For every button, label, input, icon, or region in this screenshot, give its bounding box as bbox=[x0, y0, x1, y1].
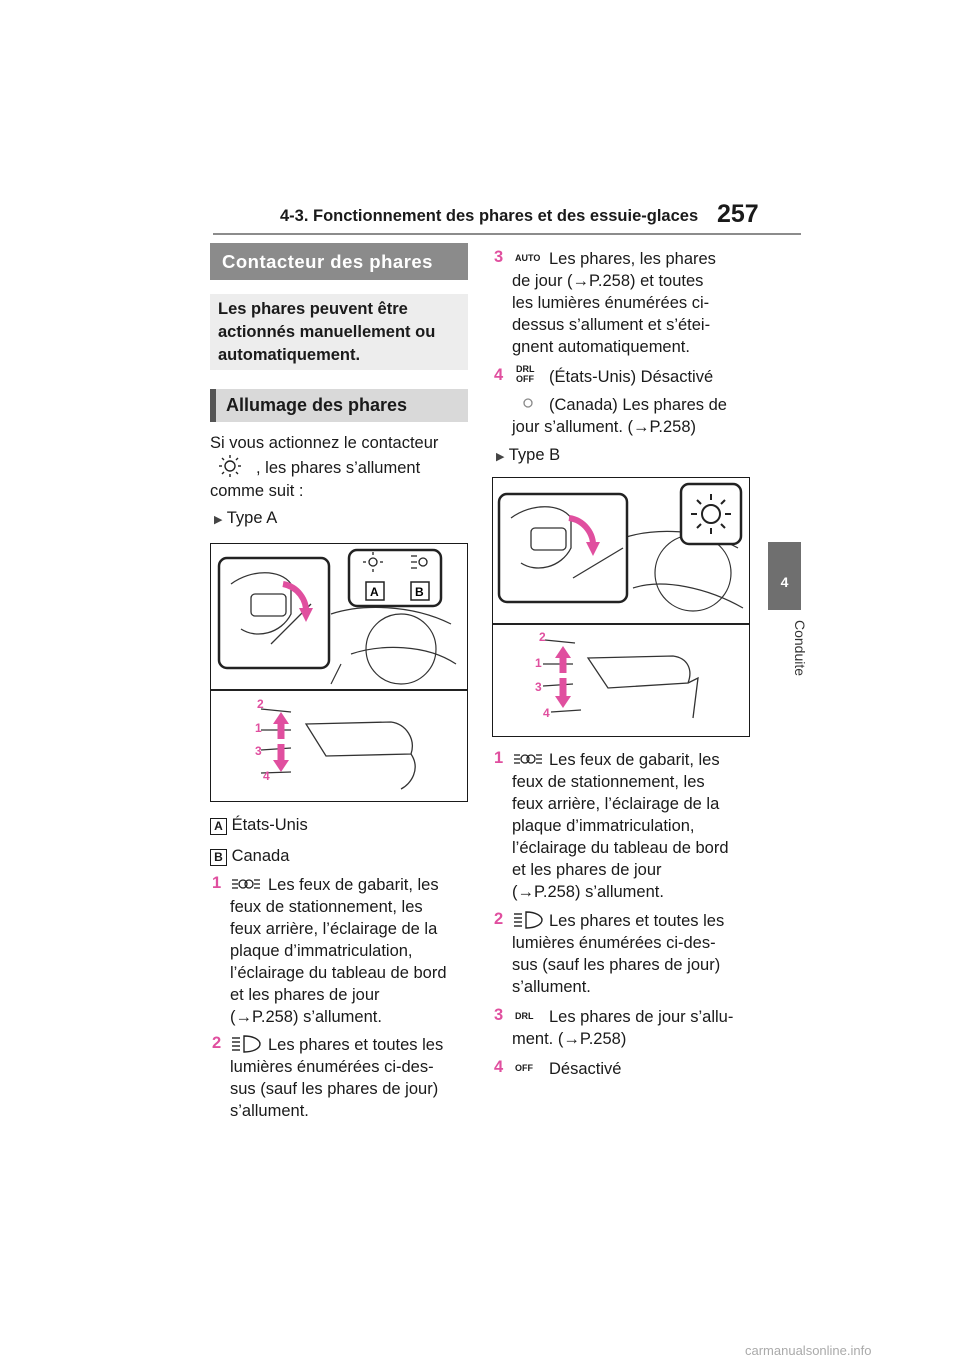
item-line: les lumières énumérées ci- bbox=[512, 294, 710, 312]
item-line: s’allument. bbox=[230, 1102, 309, 1120]
drl-icon: DRL bbox=[515, 1011, 534, 1021]
item-line: lumières énumérées ci-des- bbox=[230, 1058, 434, 1076]
item-line: et les phares de jour bbox=[230, 986, 380, 1004]
type-a-label: Type A bbox=[226, 509, 278, 527]
intro-box: Les phares peuvent être actionnés manuel… bbox=[210, 294, 468, 370]
item-line: feux arrière, l’éclairage de la bbox=[230, 920, 438, 938]
item-line: plaque d’immatriculation, bbox=[512, 817, 695, 835]
auto-icon: AUTO bbox=[515, 253, 541, 263]
legend-letter-a: A bbox=[210, 818, 227, 835]
item-line: Les feux de gabarit, les bbox=[549, 751, 720, 769]
fig-b-num-4: 4 bbox=[543, 706, 550, 720]
item-line: jour s’allument. (→P.258) bbox=[512, 418, 697, 436]
parking-light-icon bbox=[230, 876, 262, 897]
item-number: 2 bbox=[494, 910, 504, 928]
item-line: (États-Unis) Désactivé bbox=[549, 368, 714, 386]
lead-line-3: comme suit : bbox=[210, 482, 304, 500]
headlight-icon bbox=[230, 1034, 262, 1059]
item-number: 4 bbox=[494, 366, 504, 384]
fig-a-label-a: A bbox=[370, 585, 379, 599]
triangle-bullet-icon: ▶ bbox=[214, 514, 223, 526]
chapter-number: 4 bbox=[780, 574, 789, 590]
drl-off-icon-top: DRL bbox=[516, 364, 535, 374]
item-line: Désactivé bbox=[549, 1060, 622, 1078]
item-line: l’éclairage du tableau de bord bbox=[512, 839, 729, 857]
item-line: plaque d’immatriculation, bbox=[230, 942, 413, 960]
item-number: 3 bbox=[494, 248, 504, 266]
item-line: gnent automatiquement. bbox=[512, 338, 690, 356]
header-divider bbox=[213, 233, 801, 235]
item-line: dessus s’allument et s’étei- bbox=[512, 316, 711, 334]
item-number: 1 bbox=[494, 749, 504, 767]
item-line: feux de stationnement, les bbox=[230, 898, 423, 916]
item-line: feux arrière, l’éclairage de la bbox=[512, 795, 720, 813]
item-line: sus (sauf les phares de jour) bbox=[512, 956, 721, 974]
item-line: feux de stationnement, les bbox=[512, 773, 705, 791]
item-line: (→P.258) s’allument. bbox=[512, 883, 664, 901]
item-line: lumières énumérées ci-des- bbox=[512, 934, 716, 952]
chapter-label: Conduite bbox=[792, 620, 808, 677]
section-banner: Contacteur des phares bbox=[210, 243, 468, 280]
item-line: ment. (→P.258) bbox=[512, 1030, 627, 1048]
chapter-tab bbox=[768, 542, 801, 610]
legend-usa: États-Unis bbox=[231, 816, 308, 834]
lead-line-1: Si vous actionnez le contacteur bbox=[210, 434, 439, 452]
legend-canada: Canada bbox=[231, 847, 290, 865]
item-line: sus (sauf les phares de jour) bbox=[230, 1080, 439, 1098]
item-line: Les phares et toutes les bbox=[268, 1036, 444, 1054]
headlight-switch-icon bbox=[218, 454, 242, 483]
item-line: de jour (→P.258) et toutes bbox=[512, 272, 704, 290]
watermark: carmanualsonline.info bbox=[745, 1343, 872, 1358]
parking-light-icon bbox=[512, 751, 544, 772]
figure-type-a: A B 2 1 3 4 bbox=[210, 543, 468, 802]
subheading: Allumage des phares bbox=[210, 389, 468, 422]
item-line: (→P.258) s’allument. bbox=[230, 1008, 382, 1026]
fig-a-num-1: 1 bbox=[255, 721, 262, 735]
off-icon: OFF bbox=[515, 1063, 533, 1073]
item-line: Les phares et toutes les bbox=[549, 912, 725, 930]
off-indicator-icon bbox=[519, 396, 537, 415]
item-number: 3 bbox=[494, 1006, 504, 1024]
item-line: et les phares de jour bbox=[512, 861, 662, 879]
page-number: 257 bbox=[717, 200, 759, 228]
fig-a-num-2: 2 bbox=[257, 697, 264, 711]
item-line: Les feux de gabarit, les bbox=[268, 876, 439, 894]
type-b-label: Type B bbox=[508, 446, 561, 464]
item-number: 2 bbox=[212, 1034, 222, 1052]
triangle-bullet-icon: ▶ bbox=[496, 451, 505, 463]
item-line: Les phares de jour s’allu- bbox=[549, 1008, 734, 1026]
legend-letter-b: B bbox=[210, 849, 227, 866]
drl-off-icon-bottom: OFF bbox=[516, 374, 534, 384]
figure-type-b: 2 1 3 4 bbox=[492, 477, 750, 737]
fig-a-num-4: 4 bbox=[263, 769, 270, 783]
fig-a-num-3: 3 bbox=[255, 744, 262, 758]
lead-line-2: , les phares s’allument bbox=[256, 459, 421, 477]
fig-b-num-3: 3 bbox=[535, 680, 542, 694]
item-line: (Canada) Les phares de bbox=[549, 396, 727, 414]
item-line: Les phares, les phares bbox=[549, 250, 716, 268]
item-line: l’éclairage du tableau de bord bbox=[230, 964, 447, 982]
section-title: 4-3. Fonctionnement des phares et des es… bbox=[280, 207, 699, 225]
headlight-icon bbox=[512, 910, 544, 935]
fig-b-num-1: 1 bbox=[535, 656, 542, 670]
item-line: s’allument. bbox=[512, 978, 591, 996]
item-number: 4 bbox=[494, 1058, 504, 1076]
fig-b-num-2: 2 bbox=[539, 630, 546, 644]
item-number: 1 bbox=[212, 874, 222, 892]
fig-a-label-b: B bbox=[415, 585, 424, 599]
